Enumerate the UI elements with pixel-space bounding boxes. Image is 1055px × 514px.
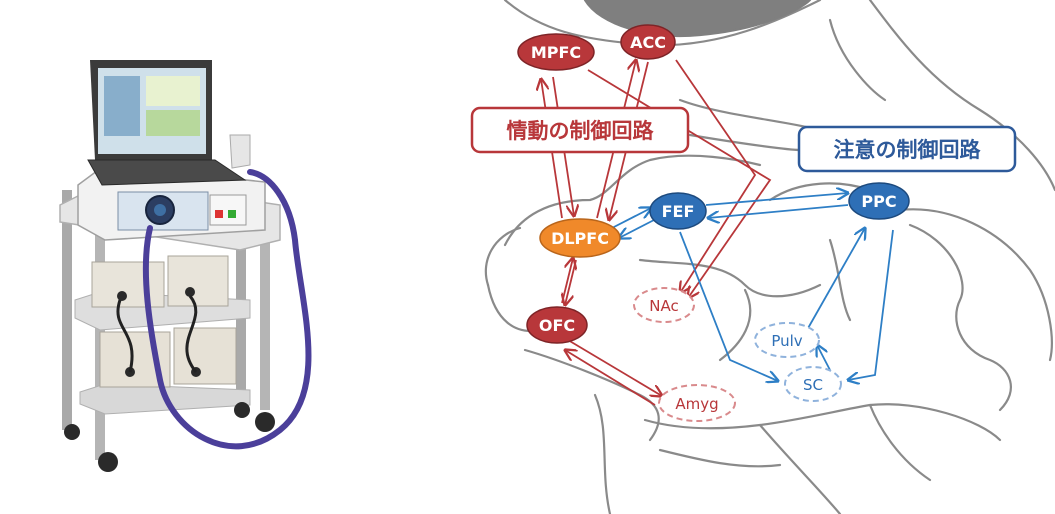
node-ppc-label: PPC bbox=[861, 192, 896, 211]
tms-device-photo bbox=[59, 60, 312, 472]
coil-cable bbox=[142, 169, 312, 450]
attention-arrows bbox=[611, 193, 894, 381]
node-acc-label: ACC bbox=[630, 33, 666, 52]
node-pulv: Pulv bbox=[754, 322, 820, 358]
attention-circuit-label-text: 注意の制御回路 bbox=[834, 138, 982, 162]
node-mpfc-label: MPFC bbox=[531, 43, 581, 62]
attention-circuit-label: 注意の制御回路 bbox=[797, 125, 1017, 173]
node-sc-label: SC bbox=[803, 376, 823, 394]
node-dlpfc: DLPFC bbox=[539, 218, 621, 258]
node-mpfc: MPFC bbox=[517, 33, 595, 71]
node-dlpfc-label: DLPFC bbox=[551, 229, 609, 248]
node-amyg-label: Amyg bbox=[675, 395, 718, 413]
node-ofc: OFC bbox=[526, 306, 588, 344]
cart-wheels bbox=[64, 402, 275, 472]
emotion-circuit-label-text: 情動の制御回路 bbox=[507, 119, 655, 143]
node-ppc: PPC bbox=[848, 182, 910, 220]
node-sc: SC bbox=[784, 366, 842, 402]
node-pulv-label: Pulv bbox=[771, 332, 802, 350]
laptop bbox=[87, 60, 251, 186]
node-nac-label: NAc bbox=[649, 297, 678, 315]
node-nac: NAc bbox=[633, 287, 695, 323]
node-fef: FEF bbox=[649, 192, 707, 230]
node-acc: ACC bbox=[620, 24, 676, 60]
node-amyg: Amyg bbox=[658, 384, 736, 422]
node-ofc-label: OFC bbox=[539, 316, 575, 335]
node-fef-label: FEF bbox=[662, 202, 695, 221]
emotion-circuit-label: 情動の制御回路 bbox=[470, 106, 690, 154]
